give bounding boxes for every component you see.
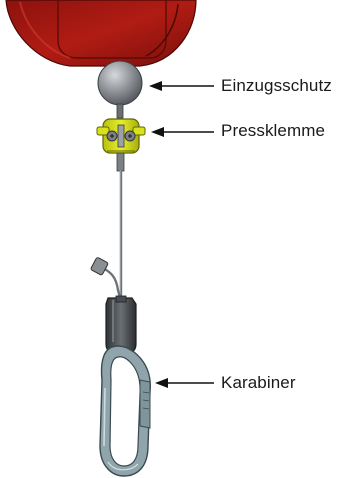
retraction-guard-ball (98, 61, 142, 118)
callout-arrow-press-clamp (151, 127, 214, 137)
press-clamp (97, 119, 145, 153)
label-press-clamp: Pressklemme (221, 121, 325, 141)
steel-cable (90, 153, 124, 298)
housing (6, 0, 196, 66)
callout-arrow-carabiner (155, 378, 214, 388)
label-carabiner: Karabiner (221, 373, 296, 393)
snap-hook-housing (106, 296, 136, 354)
callout-arrow-retraction-guard (149, 81, 214, 91)
carabiner (100, 346, 150, 476)
label-retraction-guard: Einzugsschutz (221, 76, 332, 96)
